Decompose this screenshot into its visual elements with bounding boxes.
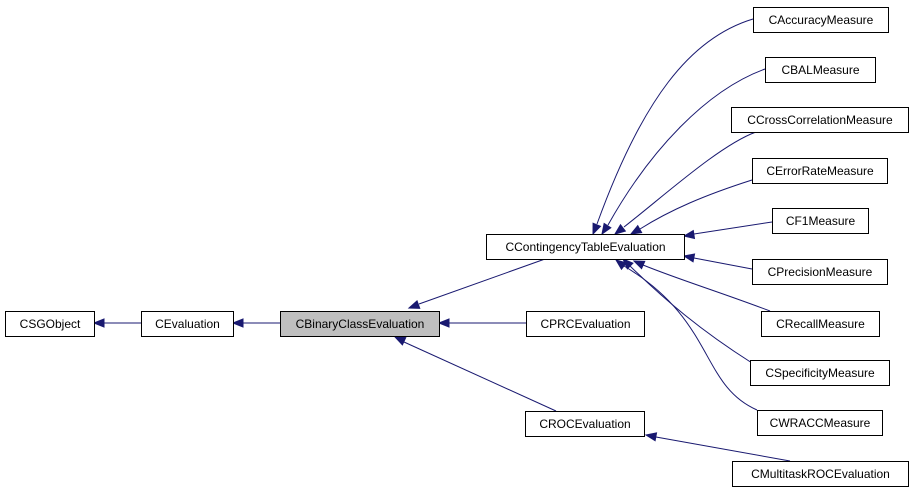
node-box	[750, 360, 890, 386]
arrowhead-icon	[632, 260, 646, 270]
node-box	[486, 234, 685, 260]
class-node-ccrosscorrelationmeasure[interactable]: CCrossCorrelationMeasure	[731, 107, 909, 133]
edge-line	[418, 258, 546, 305]
node-label: CWRACCMeasure	[770, 416, 871, 430]
class-node-ccontingencytableevaluation[interactable]: CContingencyTableEvaluation	[486, 234, 685, 260]
node-label: CPRCEvaluation	[540, 317, 630, 331]
node-box	[526, 311, 645, 337]
node-label: CF1Measure	[786, 214, 856, 228]
node-box	[752, 158, 888, 184]
node-box	[752, 259, 888, 285]
edge-line	[693, 257, 753, 270]
node-box	[5, 311, 95, 337]
edge-cerrorratemeasure-to-ccontingencytableevaluation	[629, 179, 753, 235]
node-box	[753, 7, 889, 33]
node-label: CROCEvaluation	[539, 417, 630, 431]
edge-cmultitaskrocevaluation-to-crocevaluation	[644, 432, 791, 462]
class-node-crocevaluation[interactable]: CROCEvaluation	[525, 411, 645, 437]
edge-cprcevaluation-to-cbinaryclassevaluation	[437, 318, 526, 328]
arrowhead-icon	[629, 224, 643, 235]
node-label: CSpecificityMeasure	[765, 366, 875, 380]
edge-layer	[92, 18, 791, 462]
edge-line	[629, 265, 753, 364]
edge-caccuracymeasure-to-ccontingencytableevaluation	[592, 18, 754, 236]
node-layer: CSGObject CEvaluation CBinaryClassEvaluati…	[5, 7, 909, 487]
class-node-cprecisionmeasure[interactable]: CPrecisionMeasure	[752, 259, 888, 285]
node-label: CAccuracyMeasure	[769, 13, 874, 27]
arrowhead-icon	[644, 432, 658, 442]
class-node-caccuracymeasure[interactable]: CAccuracyMeasure	[753, 7, 889, 33]
edge-cbinaryclassevaluation-to-cevaluation	[231, 318, 280, 328]
node-box	[141, 311, 234, 337]
edge-ccontingencytableevaluation-to-cbinaryclassevaluation	[407, 258, 546, 309]
node-box	[525, 411, 645, 437]
class-node-cevaluation[interactable]: CEvaluation	[141, 311, 234, 337]
node-label: CMultitaskROCEvaluation	[751, 467, 890, 481]
node-label: CPrecisionMeasure	[768, 265, 873, 279]
edge-cevaluation-to-csgobject	[92, 318, 141, 328]
edge-cwraccmeasure-to-ccontingencytableevaluation	[614, 259, 758, 411]
edge-cbalmeasure-to-ccontingencytableevaluation	[601, 68, 766, 236]
node-box	[731, 107, 909, 133]
class-node-cbinaryclassevaluation: CBinaryClassEvaluation	[280, 311, 440, 337]
class-node-cf1measure[interactable]: CF1Measure	[772, 208, 869, 234]
arrowhead-icon	[613, 223, 627, 235]
node-box	[761, 311, 880, 337]
node-label: CBinaryClassEvaluation	[296, 317, 425, 331]
node-box	[765, 57, 876, 83]
arrowhead-icon	[92, 318, 105, 328]
edge-line	[642, 264, 771, 312]
node-box	[757, 410, 883, 436]
edge-line	[623, 131, 757, 228]
arrowhead-icon	[231, 318, 244, 328]
arrowhead-icon	[682, 229, 696, 240]
edge-line	[607, 68, 766, 226]
class-node-cprcevaluation[interactable]: CPRCEvaluation	[526, 311, 645, 337]
node-box	[280, 311, 440, 337]
edge-line	[403, 341, 557, 412]
edge-line	[693, 221, 773, 235]
edge-line	[623, 265, 758, 411]
class-node-cwraccmeasure[interactable]: CWRACCMeasure	[757, 410, 883, 436]
arrowhead-icon	[407, 299, 421, 309]
arrowhead-icon	[601, 222, 612, 236]
arrowhead-icon	[592, 222, 602, 236]
edge-line	[596, 18, 754, 225]
node-label: CRecallMeasure	[776, 317, 865, 331]
node-label: CContingencyTableEvaluation	[505, 240, 665, 254]
edge-cprecisionmeasure-to-ccontingencytableevaluation	[682, 253, 753, 270]
arrowhead-icon	[614, 259, 628, 271]
node-label: CSGObject	[20, 317, 81, 331]
edge-crecallmeasure-to-ccontingencytableevaluation	[632, 260, 771, 312]
class-node-cbalmeasure[interactable]: CBALMeasure	[765, 57, 876, 83]
arrowhead-icon	[682, 253, 696, 263]
arrowhead-icon	[437, 318, 450, 328]
edge-crocevaluation-to-cbinaryclassevaluation	[393, 336, 557, 412]
class-node-crecallmeasure[interactable]: CRecallMeasure	[761, 311, 880, 337]
class-node-cspecificitymeasure[interactable]: CSpecificityMeasure	[750, 360, 890, 386]
node-label: CErrorRateMeasure	[766, 164, 874, 178]
edge-ccrosscorrelationmeasure-to-ccontingencytableevaluation	[613, 131, 757, 235]
edge-line	[655, 436, 791, 462]
arrowhead-icon	[393, 336, 407, 346]
node-label: CBALMeasure	[781, 63, 859, 77]
edge-cf1measure-to-ccontingencytableevaluation	[682, 221, 773, 240]
node-box	[772, 208, 869, 234]
class-node-cerrorratemeasure[interactable]: CErrorRateMeasure	[752, 158, 888, 184]
class-node-cmultitaskrocevaluation[interactable]: CMultitaskROCEvaluation	[732, 461, 909, 487]
edge-line	[639, 179, 753, 230]
node-label: CEvaluation	[155, 317, 220, 331]
class-node-csgobject[interactable]: CSGObject	[5, 311, 95, 337]
node-label: CCrossCorrelationMeasure	[747, 113, 893, 127]
node-box	[732, 461, 909, 487]
